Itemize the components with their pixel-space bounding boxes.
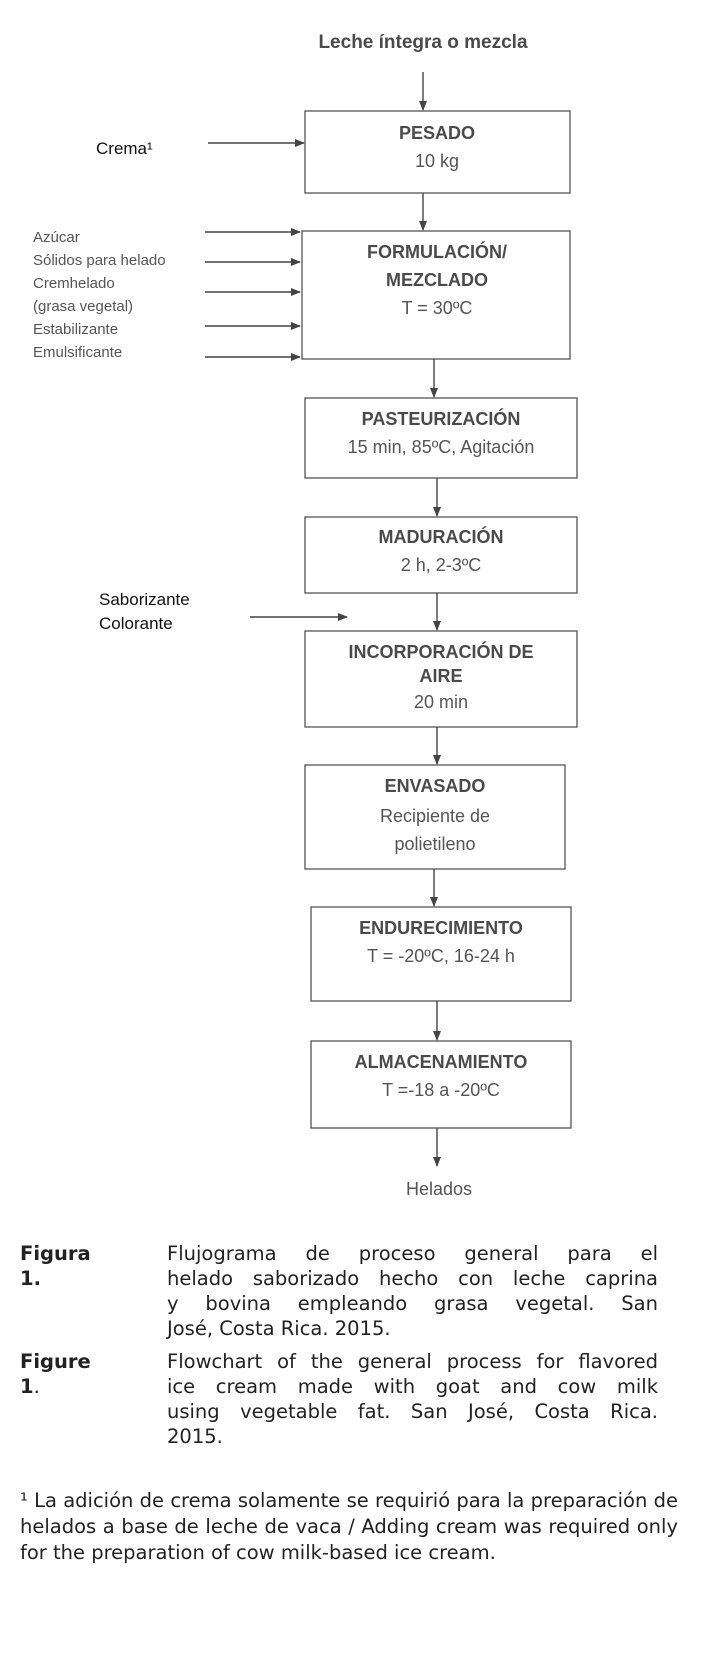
- step-maduracion-box: [304, 516, 578, 594]
- step-detail: polietileno: [394, 834, 475, 854]
- step-pesado-box: [304, 110, 571, 194]
- step-endurecimiento-box: [310, 906, 572, 1002]
- input-saborizante: Saborizante: [99, 590, 190, 609]
- caption-line: 2015.: [167, 1425, 223, 1448]
- step-title: ENVASADO: [385, 776, 486, 796]
- step-almacenamiento-box: [310, 1040, 572, 1129]
- step-title: PASTEURIZACIÓN: [362, 408, 521, 429]
- input-colorante: Colorante: [99, 614, 173, 633]
- caption-line: using vegetable fat. San José, Costa Ric…: [167, 1400, 658, 1423]
- caption-label-es: Figura 1.: [20, 1242, 91, 1290]
- step-incorporacion-box: [304, 630, 578, 728]
- step-detail: 20 min: [414, 692, 468, 712]
- caption-line: y bovina empleando grasa vegetal. San: [167, 1292, 658, 1315]
- step-detail: 15 min, 85ºC, Agitación: [348, 437, 535, 457]
- start-label: Leche íntegra o mezcla: [318, 32, 528, 53]
- input-estabilizante: Estabilizante: [33, 321, 118, 338]
- caption-line: Flujograma de proceso general para el: [167, 1242, 658, 1265]
- caption-text-en: Flowchart of the general process for fla…: [167, 1349, 658, 1449]
- step-detail: 2 h, 2-3ºC: [401, 555, 482, 575]
- step-title: AIRE: [419, 666, 462, 686]
- step-title: PESADO: [399, 123, 475, 143]
- input-azucar: Azúcar: [33, 229, 80, 246]
- step-title: FORMULACIÓN/: [367, 241, 507, 262]
- footnote: ¹ La adición de crema solamente se requi…: [20, 1489, 678, 1564]
- caption-line: ice cream made with goat and cow milk: [167, 1375, 658, 1398]
- step-title: ENDURECIMIENTO: [359, 918, 523, 938]
- end-label: Helados: [406, 1179, 472, 1199]
- caption-text-es: Flujograma de proceso general para el he…: [167, 1241, 658, 1341]
- process-flowchart: Leche íntegra o mezcla PESADO 10 kg Crem…: [33, 32, 578, 1199]
- step-detail: T = 30ºC: [402, 298, 473, 318]
- caption-line: helado saborizado hecho con leche caprin…: [167, 1267, 658, 1290]
- input-grasa-vegetal: (grasa vegetal): [33, 298, 133, 315]
- caption-label-en: Figure 1.: [20, 1350, 91, 1398]
- input-cremhelado: Cremhelado: [33, 275, 115, 292]
- step-detail: Recipiente de: [380, 806, 490, 826]
- caption-line: Flowchart of the general process for fla…: [167, 1350, 658, 1373]
- step-title: INCORPORACIÓN DE: [348, 641, 533, 662]
- step-title: ALMACENAMIENTO: [355, 1052, 528, 1072]
- step-title: MADURACIÓN: [379, 526, 504, 547]
- step-title: MEZCLADO: [386, 270, 488, 290]
- input-emulsificante: Emulsificante: [33, 344, 122, 361]
- step-formulacion-box: [301, 230, 571, 360]
- step-envasado-box: [304, 764, 566, 870]
- step-detail: 10 kg: [415, 151, 459, 171]
- input-crema: Crema¹: [96, 139, 153, 158]
- input-solidos: Sólidos para helado: [33, 252, 166, 269]
- step-detail: T = -20ºC, 16-24 h: [367, 946, 515, 966]
- caption-line: José, Costa Rica. 2015.: [167, 1317, 391, 1340]
- step-pasteurizacion-box: [304, 397, 578, 479]
- step-detail: T =-18 a -20ºC: [382, 1080, 500, 1100]
